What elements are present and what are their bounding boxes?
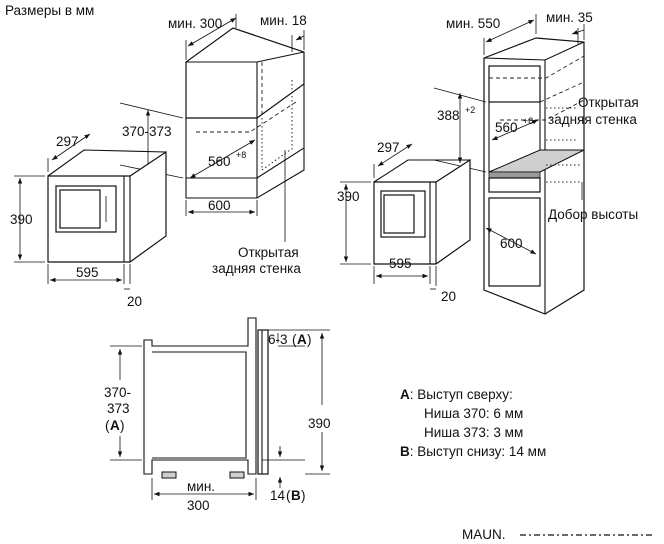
right-niche-height-tolerance: +2 [465, 105, 475, 115]
left-microwave-window [59, 189, 101, 229]
left-microwave-width-label: 595 [76, 265, 99, 280]
side-front-height-label: 390 [308, 416, 331, 431]
legend-b-key: B [400, 444, 410, 459]
right-niche-height-label: 388 [437, 108, 460, 123]
svg-text:): ) [307, 332, 312, 347]
legend-b-text: : Выступ снизу: 14 мм [409, 444, 547, 459]
left-niche-width-label: 600 [208, 198, 231, 213]
right-front-thickness-label: 20 [441, 289, 456, 304]
right-height-extension [488, 177, 541, 193]
side-section-view: 6-3 ( A ) 370- 373 ( A ) 390 14 ( B ) ми… [104, 317, 331, 513]
side-cabinet-wall [143, 317, 257, 475]
right-cabinet-width-label: 600 [500, 236, 523, 251]
right-microwave-window [383, 194, 415, 234]
left-niche-height-label: 370-373 [122, 124, 172, 139]
right-microwave-depth-label: 297 [377, 140, 400, 155]
right-tall-cabinet-diagram: мин. 550 мин. 35 388 +2 560 +8 Открытая … [337, 10, 639, 315]
right-open-back-label-1: Открытая [578, 95, 639, 110]
left-niche-diagram: мин. 300 мин. 18 370-373 560 +8 600 Откр… [10, 13, 307, 309]
svg-text:): ) [301, 488, 306, 503]
left-microwave-depth-label: 297 [56, 134, 79, 149]
right-height-extension-label: Добор высоты [548, 207, 638, 222]
left-opening-width-tolerance: +8 [236, 150, 246, 160]
right-niche-depth-label: мин. 550 [446, 16, 500, 31]
footer-code: MAUN. [462, 527, 506, 542]
left-open-back-label-1: Открытая [238, 245, 299, 260]
legend-b-row: B: Выступ снизу: 14 мм [400, 442, 546, 461]
legend-a-line2: Ниша 373: 3 мм [424, 425, 524, 440]
side-niche-height-label-2: 373 [107, 401, 130, 416]
svg-text:(: ( [105, 418, 110, 433]
side-niche-height-ref: A [110, 418, 120, 433]
side-foot-left [161, 471, 177, 479]
left-open-back-label-2: задняя стенка [212, 261, 301, 276]
side-bottom-dim-label: 14 [270, 488, 286, 503]
side-bottom-dim-ref: B [291, 488, 301, 503]
side-front-panel [257, 329, 269, 475]
left-opening-width-label: 560 [208, 154, 231, 169]
side-top-dim-ref: A [297, 332, 307, 347]
left-microwave-height-label: 390 [10, 212, 33, 227]
svg-text:): ) [120, 418, 125, 433]
side-foot-right [229, 471, 245, 479]
svg-text:(: ( [286, 488, 291, 503]
side-depth-label-2: 300 [187, 498, 210, 513]
legend-a-line1: Ниша 370: 6 мм [424, 406, 524, 421]
right-opening-width-label: 560 [495, 120, 518, 135]
left-niche-opening [185, 118, 258, 179]
left-niche-gap-label: мин. 18 [260, 13, 307, 28]
left-upper-cabinet [185, 27, 305, 119]
right-open-back-label-2: задняя стенка [548, 112, 637, 127]
right-opening-width-tolerance: +8 [523, 116, 533, 126]
right-microwave-height-label: 390 [337, 189, 360, 204]
legend-a-row: A: Выступ сверху: [400, 385, 546, 404]
left-front-thickness-label: 20 [127, 294, 142, 309]
legend: A: Выступ сверху: Ниша 370: 6 мм Ниша 37… [400, 385, 546, 461]
right-niche-gap-label: мин. 35 [546, 10, 593, 25]
svg-text:(: ( [292, 332, 297, 347]
right-microwave-width-label: 595 [389, 256, 412, 271]
legend-a-key: A [400, 387, 410, 402]
units-title: Размеры в мм [5, 3, 94, 18]
side-top-dim-label: 6-3 [268, 332, 288, 347]
side-niche-height-label-1: 370- [104, 385, 131, 400]
legend-a-text: : Выступ сверху: [409, 387, 513, 402]
side-depth-label-1: мин. [187, 479, 215, 494]
left-niche-depth-label: мин. 300 [168, 16, 222, 31]
